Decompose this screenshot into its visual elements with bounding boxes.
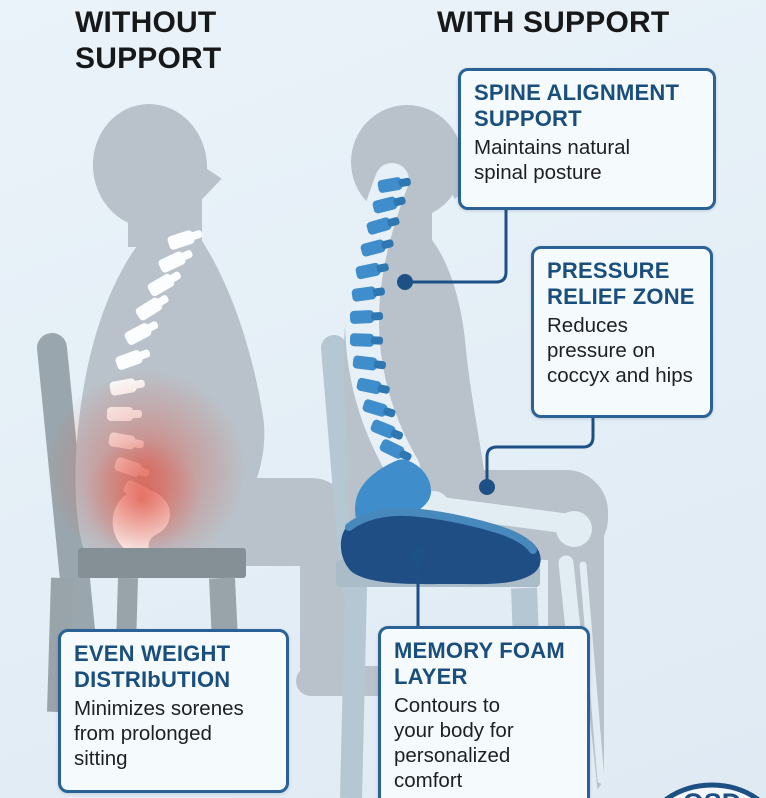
connector-spine-alignment [412, 210, 508, 284]
callout-connectors [412, 210, 595, 628]
callout-body: Minimizes sorenes from prolonged sitting [74, 697, 244, 770]
callout-pressure-relief: PRESSURE RELIEF ZONE Reduces pressure on… [531, 246, 713, 418]
callout-body: Reduces pressure on coccyx and hips [547, 314, 693, 387]
pain-glow-core [84, 440, 200, 556]
right-chair-rear-leg [340, 587, 367, 798]
callout-body: Maintains natural spinal posture [474, 136, 631, 184]
callout-memory-foam: MEMORY FOAM LAYER Contours to your body … [378, 626, 590, 798]
heading-without-support: WITHOUT SUPPORT [75, 6, 222, 75]
dot-pressure-relief [479, 479, 495, 495]
callout-body: Contours to your body for personalized c… [394, 694, 514, 792]
badge-text: OSD [683, 788, 742, 798]
callout-title: MEMORY FOAM LAYER [394, 638, 565, 689]
cushion-top-highlight [345, 507, 537, 554]
callout-dots [397, 274, 495, 562]
connector-pressure-relief [485, 418, 595, 480]
callout-title: EVEN WEIGHT DISTRIbUTION [74, 641, 231, 692]
callout-title: PRESSURE RELIEF ZONE [547, 258, 695, 309]
certification-badge-partial: OSD [664, 782, 760, 798]
callout-spine-alignment: SPINE ALIGNMENT SUPPORT Maintains natura… [458, 68, 716, 210]
dot-spine-alignment [397, 274, 413, 290]
left-chair-seat [78, 548, 246, 578]
callout-even-weight: EVEN WEIGHT DISTRIbUTION Minimizes soren… [58, 629, 289, 793]
heading-with-support: WITH SUPPORT [437, 6, 670, 39]
callout-title: SPINE ALIGNMENT SUPPORT [474, 80, 680, 131]
dot-memory-foam [410, 546, 426, 562]
